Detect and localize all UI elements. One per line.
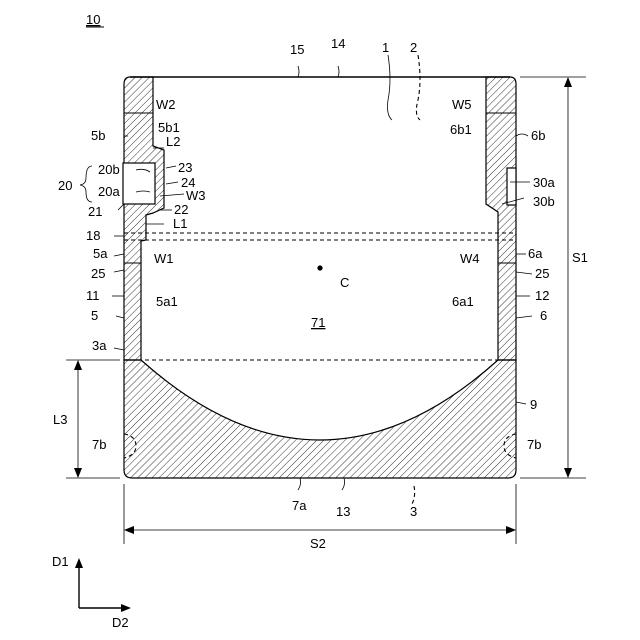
label-25-right: 25 xyxy=(535,266,549,281)
label-21: 21 xyxy=(88,204,102,219)
label-W1: W1 xyxy=(154,251,174,266)
label-5b1: 5b1 xyxy=(158,120,180,135)
label-D2: D2 xyxy=(112,615,129,630)
label-6: 6 xyxy=(540,308,547,323)
label-W5: W5 xyxy=(452,97,472,112)
label-11: 11 xyxy=(86,288,100,303)
label-W2: W2 xyxy=(156,97,176,112)
bottom-seal xyxy=(124,360,516,478)
label-22: 22 xyxy=(174,202,188,217)
label-20: 20 xyxy=(58,178,72,193)
label-L1: L1 xyxy=(173,216,187,231)
label-D1: D1 xyxy=(52,554,69,569)
label-6a1: 6a1 xyxy=(452,294,474,309)
label-20a: 20a xyxy=(98,184,120,199)
label-3: 3 xyxy=(410,504,417,519)
center-point xyxy=(317,265,322,270)
label-5b: 5b xyxy=(91,128,105,143)
label-S1: S1 xyxy=(572,250,588,265)
label-13: 13 xyxy=(336,504,350,519)
label-7b-right: 7b xyxy=(527,437,541,452)
label-5: 5 xyxy=(91,308,98,323)
label-14: 14 xyxy=(331,36,345,51)
label-W3: W3 xyxy=(186,188,206,203)
label-7a: 7a xyxy=(292,498,307,513)
label-L3: L3 xyxy=(53,412,67,427)
label-7b-left: 7b xyxy=(92,437,106,452)
label-6b1: 6b1 xyxy=(450,122,472,137)
label-6a: 6a xyxy=(528,246,543,261)
label-6b: 6b xyxy=(531,128,545,143)
label-L2: L2 xyxy=(166,134,180,149)
label-23: 23 xyxy=(178,160,192,175)
label-S2: S2 xyxy=(310,536,326,551)
label-9: 9 xyxy=(530,397,537,412)
label-3a: 3a xyxy=(92,338,107,353)
label-18: 18 xyxy=(86,228,100,243)
zipper-box-right xyxy=(507,168,516,205)
label-W4: W4 xyxy=(460,251,480,266)
label-25-left: 25 xyxy=(91,266,105,281)
right-side-seal xyxy=(486,77,516,360)
label-2: 2 xyxy=(410,40,417,55)
label-C: C xyxy=(340,275,349,290)
label-5a1: 5a1 xyxy=(156,294,178,309)
label-71: 71 xyxy=(311,315,325,330)
label-30b: 30b xyxy=(533,194,555,209)
label-12: 12 xyxy=(535,288,549,303)
label-15: 15 xyxy=(290,42,304,57)
figure-number: 10 xyxy=(86,12,100,27)
label-1: 1 xyxy=(382,40,389,55)
label-30a: 30a xyxy=(533,175,555,190)
label-5a: 5a xyxy=(93,246,108,261)
label-20b: 20b xyxy=(98,162,120,177)
